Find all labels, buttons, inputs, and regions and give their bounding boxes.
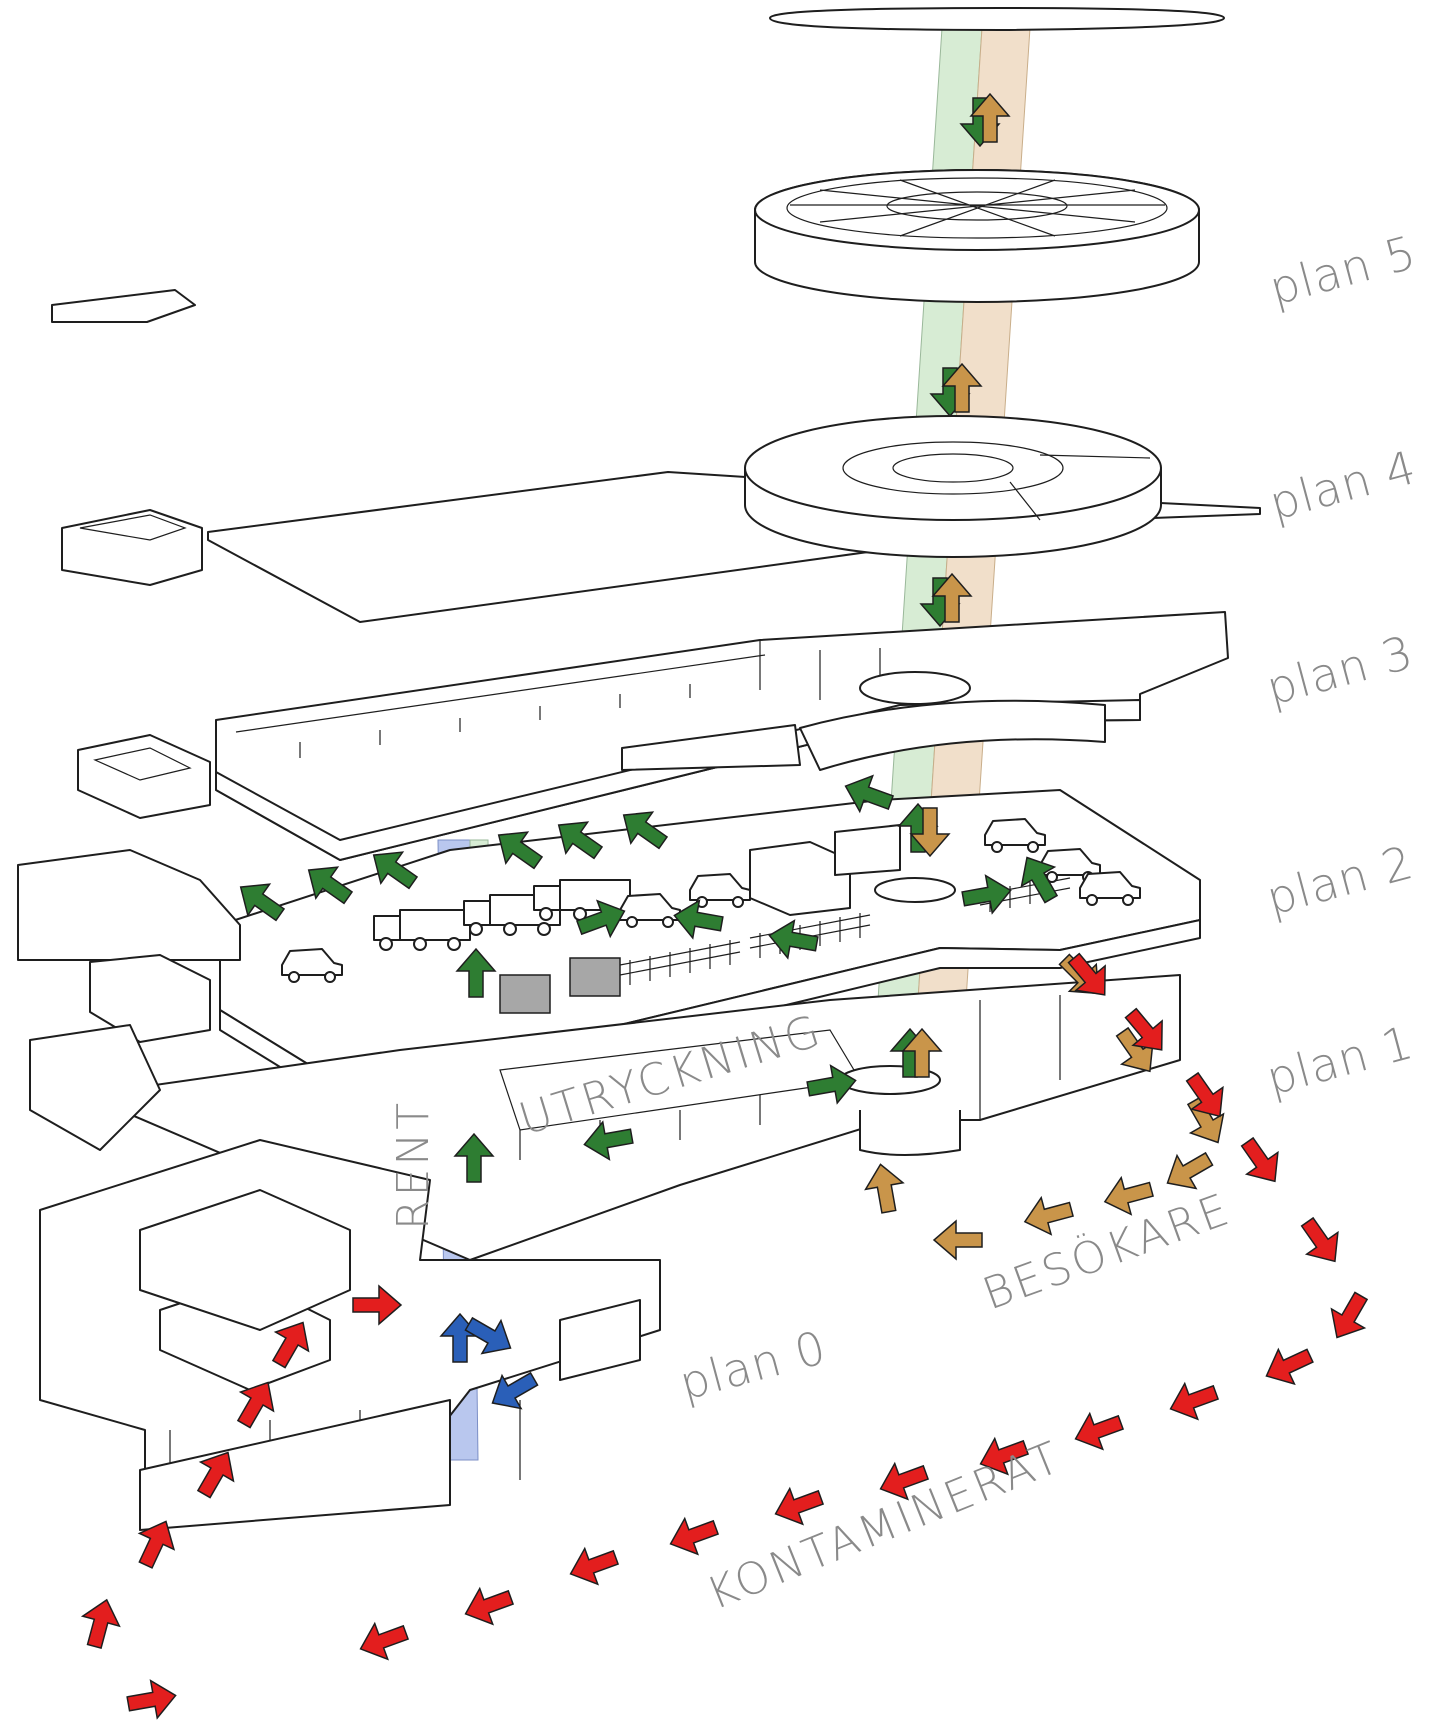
drum-plan5-top — [754, 169, 1200, 251]
label-plan1: plan 1 — [1261, 1015, 1419, 1106]
roof-disc — [769, 7, 1225, 31]
label-plan3: plan 3 — [1261, 625, 1419, 716]
level-plan4 — [51, 289, 1261, 623]
level-plan0 — [39, 1139, 661, 1531]
level-plan5 — [754, 7, 1225, 303]
label-plan5: plan 5 — [1264, 225, 1422, 316]
label-plan2: plan 2 — [1261, 835, 1419, 926]
label-rent: RENT — [388, 1100, 439, 1230]
label-plan4: plan 4 — [1264, 440, 1422, 531]
label-kontaminerat: KONTAMINERAT — [700, 1431, 1069, 1620]
level-plan3 — [77, 611, 1229, 861]
label-plan0: plan 0 — [674, 1320, 832, 1411]
storage-block — [569, 957, 621, 997]
storage-block — [499, 974, 551, 1014]
